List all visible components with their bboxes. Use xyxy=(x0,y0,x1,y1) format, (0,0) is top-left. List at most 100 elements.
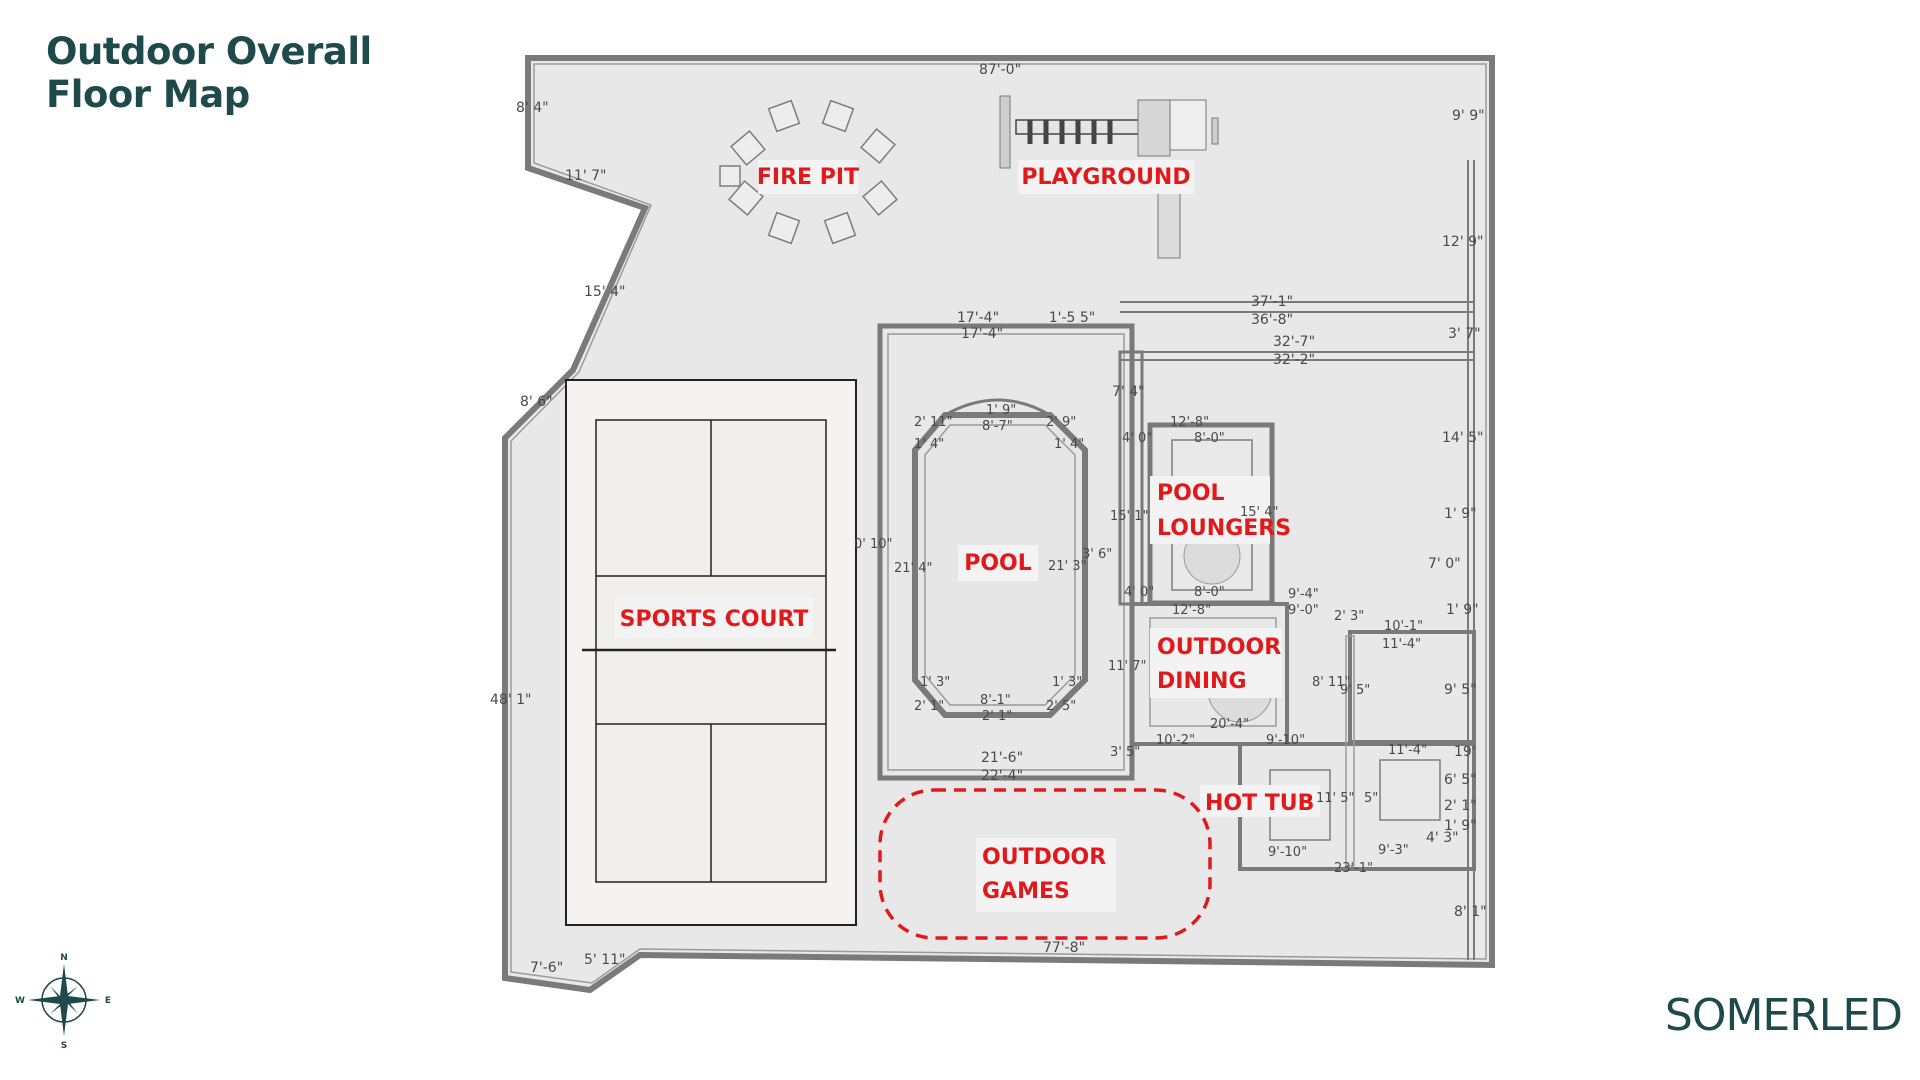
outdoor-dining-label-2: DINING xyxy=(1157,669,1247,694)
dim-pool-oval-2: 8'-7" xyxy=(982,419,1013,434)
dim-din-2: 10'-1" xyxy=(1384,619,1423,634)
dim-right-13: 4' 3" xyxy=(1426,830,1459,846)
dim-pool-deck-2: 22'-4" xyxy=(981,768,1023,784)
dim-din-6: 9' 5" xyxy=(1340,683,1370,698)
page-title-line-1: Outdoor Overall xyxy=(46,30,372,73)
dim-pool-oval-5: 1' 4" xyxy=(914,437,944,452)
dim-mid-37: 37'-1" xyxy=(1251,294,1293,310)
dim-right-4: 14' 5" xyxy=(1442,430,1483,446)
dim-ht-2: 11' 5" xyxy=(1316,791,1355,806)
dim-din-1: 2' 3" xyxy=(1334,609,1364,624)
dimension-labels: 87'-0" 8' 4" 11' 7" 15' 4" 8' 6" 48' 1" … xyxy=(490,62,1487,976)
dim-right-6: 7' 0" xyxy=(1428,556,1461,572)
compass-w: W xyxy=(15,996,25,1006)
dim-pool-bot-1: 1' 3" xyxy=(920,675,950,690)
dim-pool-bot-6: 2' 5" xyxy=(1046,699,1076,714)
dim-pool-left-1: 0' 10" xyxy=(854,537,893,552)
dim-ht-5: 9'-3" xyxy=(1378,843,1409,858)
dim-lng-8: 12'-8" xyxy=(1172,603,1211,618)
dim-top-width: 87'-0" xyxy=(979,62,1021,78)
site-outline-inner xyxy=(510,63,1487,984)
dim-din-9: 3' 5" xyxy=(1110,745,1140,760)
sports-court: SPORTS COURT xyxy=(565,379,857,926)
outdoor-games-label-1: OUTDOOR xyxy=(982,845,1106,870)
fire-pit-label: FIRE PIT xyxy=(757,165,859,190)
dim-right-8: 9' 5" xyxy=(1444,682,1477,698)
dim-lng-2: 4' 0" xyxy=(1122,431,1152,446)
dim-diag-1: 11' 7" xyxy=(565,168,606,184)
dim-pool-right-2: 3' 6" xyxy=(1082,547,1112,562)
dim-mid-36: 36'-8" xyxy=(1251,312,1293,328)
dim-ht-3: 5" xyxy=(1364,791,1378,806)
playground-label: PLAYGROUND xyxy=(1021,165,1190,190)
dim-din-7: 20'-4" xyxy=(1210,717,1249,732)
compass-rose-icon: N S E W xyxy=(15,953,111,1050)
dim-din-5: 8' 11" xyxy=(1312,675,1351,690)
dim-din-3: 11'-4" xyxy=(1382,637,1421,652)
dim-right-3: 3' 7" xyxy=(1448,326,1481,342)
dim-pool-right-1: 21' 3" xyxy=(1048,559,1087,574)
dim-lng-5: 15' 4" xyxy=(1240,505,1279,520)
dim-right-5: 1' 9" xyxy=(1444,506,1477,522)
dim-pool-bot-4: 2' 1" xyxy=(914,699,944,714)
dim-right-top: 9' 9" xyxy=(1452,108,1485,124)
dim-right-12: 1' 9" xyxy=(1444,818,1477,834)
dim-left-upper: 8' 6" xyxy=(520,394,553,410)
page-title: Outdoor Overall Floor Map xyxy=(46,30,372,116)
outdoor-dining: OUTDOOR DINING xyxy=(1130,602,1289,746)
fire-pit: FIRE PIT xyxy=(719,99,898,245)
sports-court-label: SPORTS COURT xyxy=(620,607,809,632)
compass-e: E xyxy=(105,996,111,1006)
dim-lng-9: 9'-4" xyxy=(1288,587,1319,602)
dim-pool-bot-2: 8'-1" xyxy=(980,693,1011,708)
dim-pool-left-2: 21' 4" xyxy=(894,561,933,576)
dim-pool-oval-6: 1' 4" xyxy=(1054,437,1084,452)
outdoor-games-label-2: GAMES xyxy=(982,879,1070,904)
playground: PLAYGROUND xyxy=(999,95,1219,259)
dim-lng-4: 15' 1" xyxy=(1110,509,1149,524)
dim-pool-top-2: 17'-4" xyxy=(961,326,1003,342)
dim-mid-32b: 32'-2" xyxy=(1273,352,1315,368)
dim-right-2: 12' 9" xyxy=(1442,234,1483,250)
dim-mid-32a: 32'-7" xyxy=(1273,334,1315,350)
dim-bottom-left-1: 7'-6" xyxy=(530,960,563,976)
dim-pool-bot-5: 2' 1" xyxy=(982,709,1012,724)
pool-area: POOL xyxy=(877,301,1474,781)
dim-ht-1: 11'-4" xyxy=(1388,743,1427,758)
dim-din-10: 9'-10" xyxy=(1266,733,1305,748)
pool-loungers-label-2: LOUNGERS xyxy=(1157,516,1291,541)
dim-right-11: 2' 1" xyxy=(1444,798,1477,814)
dim-lng-3: 8'-0" xyxy=(1194,431,1225,446)
outdoor-games: OUTDOOR GAMES xyxy=(878,788,1212,940)
dim-bottom-left-2: 5' 11" xyxy=(584,952,625,968)
dim-din-4: 11' 7" xyxy=(1108,659,1147,674)
dim-lng-10: 9'-0" xyxy=(1288,603,1319,618)
brand-logo: SOMERLED xyxy=(1664,990,1903,1041)
compass-s: S xyxy=(61,1041,67,1050)
dim-top-left: 8' 4" xyxy=(516,100,549,116)
dim-right-10: 6' 5" xyxy=(1444,772,1477,788)
dim-ht-4: 9'-10" xyxy=(1268,845,1307,860)
dim-bottom-width: 77'-8" xyxy=(1043,940,1085,956)
dim-left-side: 48' 1" xyxy=(490,692,531,708)
dim-pool-oval-3: 2' 11" xyxy=(914,415,953,430)
dim-pool-oval-4: 2' 9" xyxy=(1046,415,1076,430)
dim-diag-2: 15' 4" xyxy=(584,284,625,300)
outdoor-dining-label-1: OUTDOOR xyxy=(1157,635,1281,660)
compass-n: N xyxy=(60,953,68,963)
dim-ht-6: 23'-1" xyxy=(1334,861,1373,876)
dim-right-7: 1' 9" xyxy=(1446,602,1479,618)
pool-label: POOL xyxy=(964,551,1032,576)
hot-tub-area: HOT TUB xyxy=(1200,630,1476,871)
dim-pool-top-1: 17'-4" xyxy=(957,310,999,326)
page-title-line-2: Floor Map xyxy=(46,73,250,116)
dim-right-14: 8' 1" xyxy=(1454,904,1487,920)
dim-pool-oval-1: 1' 9" xyxy=(986,403,1016,418)
hot-tub-label: HOT TUB xyxy=(1205,791,1314,816)
dim-pool-deck-1: 21'-6" xyxy=(981,750,1023,766)
dim-din-8: 10'-2" xyxy=(1156,733,1195,748)
dim-lng-7: 8'-0" xyxy=(1194,585,1225,600)
dim-lng-1: 12'-8" xyxy=(1170,415,1209,430)
dim-pool-top-3: 1'-5 5" xyxy=(1049,310,1096,326)
